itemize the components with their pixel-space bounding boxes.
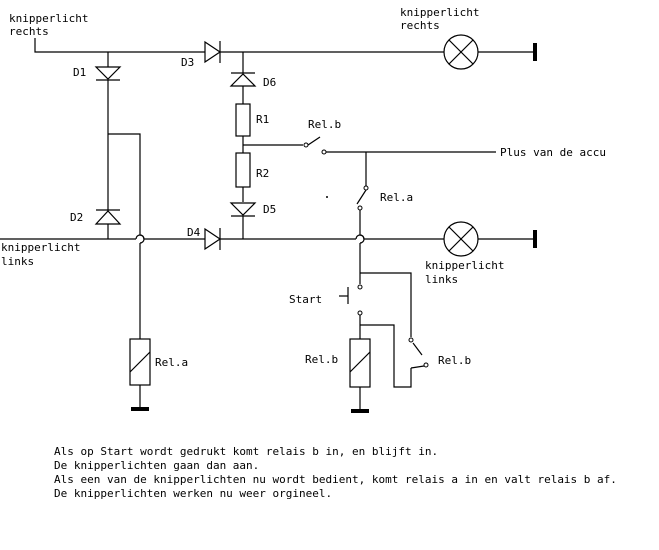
wire-relb-loop <box>360 324 412 388</box>
diode-d4 <box>204 227 222 251</box>
wire-hop-right <box>355 234 365 240</box>
wire-rela-feed <box>108 133 145 339</box>
junction-dot <box>326 196 328 198</box>
wire-rechts <box>34 38 535 53</box>
label-d2: D2 <box>70 211 83 224</box>
label-kl-right-1: knipperlicht <box>425 259 504 272</box>
label-d6: D6 <box>263 76 276 89</box>
label-kr-top-1: knipperlicht <box>400 6 479 19</box>
switch-relb-top <box>243 136 496 155</box>
switch-relb-bottom <box>408 337 429 369</box>
label-relb-switch: Rel.b <box>308 118 341 131</box>
label-kl-left-2: links <box>1 255 34 268</box>
label-start: Start <box>289 293 322 306</box>
label-d1: D1 <box>73 66 86 79</box>
resistor-r1 <box>235 103 251 153</box>
start-button <box>339 284 363 339</box>
diode-d2 <box>94 209 122 239</box>
label-kl-right-2: links <box>425 273 458 286</box>
label-kl-left-1: knipperlicht <box>1 241 80 254</box>
coil-relb <box>349 338 371 410</box>
note-line: Als een van de knipperlichten nu wordt b… <box>54 473 617 486</box>
label-kr-left-2: rechts <box>9 25 49 38</box>
note-line: De knipperlichten gaan dan aan. <box>54 459 260 472</box>
switch-rela <box>356 152 369 273</box>
label-d5: D5 <box>263 203 276 216</box>
coil-rela <box>129 338 151 408</box>
label-r1: R1 <box>256 113 269 126</box>
wire-hop-left <box>135 234 145 240</box>
label-kr-top-2: rechts <box>400 19 440 32</box>
lamp-rechts <box>443 34 479 70</box>
label-r2: R2 <box>256 167 269 180</box>
label-plus: Plus van de accu <box>500 146 606 159</box>
note-line: Als op Start wordt gedrukt komt relais b… <box>54 445 439 458</box>
diode-d5 <box>229 202 257 239</box>
diode-d1 <box>94 52 122 211</box>
label-relb-switch2: Rel.b <box>438 354 471 367</box>
explanation-notes: Als op Start wordt gedrukt komt relais b… <box>54 445 617 501</box>
label-rela-coil: Rel.a <box>155 356 188 369</box>
resistor-r2 <box>235 152 251 202</box>
lamp-links <box>443 221 479 257</box>
note-line: De knipperlichten werken nu weer orginee… <box>54 487 333 500</box>
wire-start-branch <box>359 272 412 337</box>
diode-d3 <box>204 40 222 64</box>
label-rela-switch: Rel.a <box>380 191 413 204</box>
label-relb-coil: Rel.b <box>305 353 338 366</box>
label-d3: D3 <box>181 56 194 69</box>
diode-d6 <box>229 52 257 104</box>
label-d4: D4 <box>187 226 201 239</box>
label-kr-left-1: knipperlicht <box>9 12 88 25</box>
